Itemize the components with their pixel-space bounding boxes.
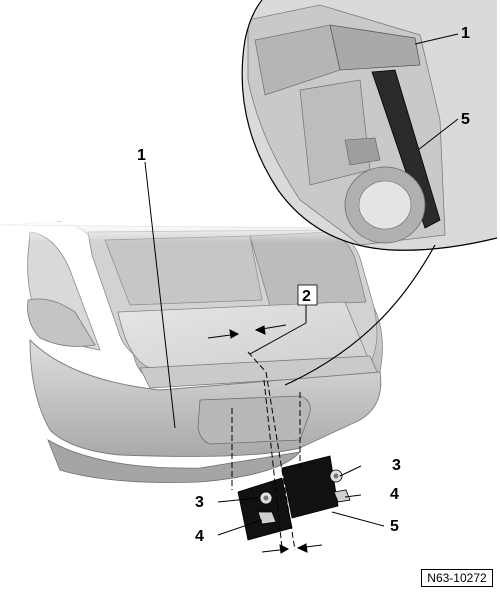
callout-4-right: 4 [390, 486, 399, 503]
callout-5-main: 5 [390, 518, 399, 535]
bolt-left [259, 491, 273, 505]
licence-plate-bracket [237, 455, 351, 541]
detail-view [241, 0, 498, 251]
callout-3-right: 3 [392, 457, 401, 474]
reference-number-box: N63-10272 [421, 569, 493, 587]
callout-3-left: 3 [195, 494, 204, 511]
callout-1-detail: 1 [461, 25, 470, 42]
callout-4-left: 4 [195, 528, 204, 545]
leader-lines [144, 33, 459, 536]
callout-5-detail: 5 [461, 111, 470, 128]
detail-circle-outline [241, 0, 498, 251]
assembly-lines [231, 351, 301, 551]
callout-1-main: 1 [137, 147, 146, 164]
reference-number: N63-10272 [427, 571, 487, 585]
callout-2: 2 [302, 288, 311, 305]
bolt-right [329, 469, 343, 483]
tail-light-left [27, 298, 96, 347]
rear-seat-backs [104, 235, 263, 306]
vehicle-rear-illustration [0, 221, 500, 483]
licence-plate-recess [197, 395, 311, 445]
callout-2-box: 2 [297, 284, 318, 306]
bumper-diffuser [47, 439, 302, 483]
dimension-arrows [207, 324, 323, 554]
nut-right [333, 489, 351, 503]
